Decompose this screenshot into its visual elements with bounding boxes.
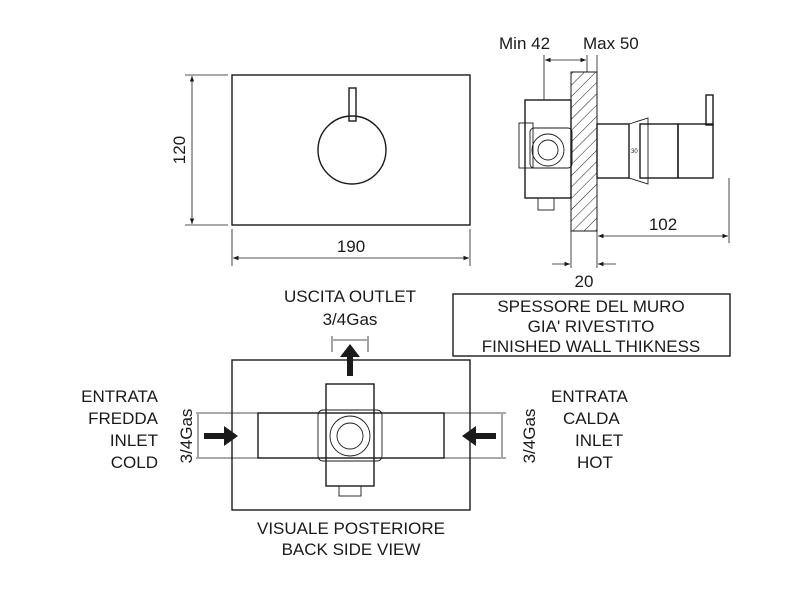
back-plate	[231, 359, 471, 511]
cold-size-label: 3/4Gas	[177, 409, 196, 464]
outlet-size-label: 3/4Gas	[323, 310, 378, 329]
side-lever	[705, 94, 714, 126]
hot-line-4: HOT	[577, 453, 613, 472]
wall-dim-label: 20	[575, 272, 594, 291]
cold-line-4: COLD	[111, 453, 158, 472]
cold-line-2: FREDDA	[88, 409, 159, 428]
back-valve-body	[325, 383, 375, 487]
hot-size-label: 3/4Gas	[520, 409, 539, 464]
front-plate	[231, 74, 471, 226]
handle-lever	[348, 87, 357, 122]
cold-inlet-arrow	[224, 426, 238, 446]
front-height-label: 120	[170, 136, 189, 164]
front-width-label: 190	[337, 237, 365, 256]
back-view: USCITA OUTLET 3/4Gas ENTRATA FREDDA INLE…	[81, 287, 628, 559]
back-view-line-2: BACK SIDE VIEW	[282, 540, 421, 559]
hot-line-3: INLET	[575, 431, 623, 450]
wall-thickness-note: SPESSORE DEL MURO GIA' RIVESTITO FINISHE…	[452, 293, 731, 357]
back-view-line-1: VISUALE POSTERIORE	[257, 519, 445, 538]
wall-section	[570, 71, 598, 232]
outlet-arrow	[340, 344, 360, 357]
cold-line-3: INLET	[110, 431, 158, 450]
cold-line-1: ENTRATA	[81, 387, 158, 406]
note-frame	[452, 293, 731, 357]
dial-mark: 30	[631, 149, 638, 155]
depth-label: 102	[649, 215, 677, 234]
side-view: Min 42 Max 50 30 102 20	[499, 34, 730, 291]
hot-line-1: ENTRATA	[551, 387, 628, 406]
handle-body	[639, 123, 679, 179]
note-line-3: FINISHED WALL THIKNESS	[482, 337, 701, 356]
min-thickness-label: Min 42	[499, 34, 550, 53]
note-line-2: GIA' RIVESTITO	[528, 317, 655, 336]
spindle-sleeve	[596, 123, 630, 179]
front-view: 120 190	[170, 74, 471, 266]
handle-knob	[317, 115, 387, 185]
outlet-label: USCITA OUTLET	[284, 287, 416, 306]
note-line-1: SPESSORE DEL MURO	[497, 297, 684, 316]
back-horizontal-bar	[257, 412, 445, 459]
max-thickness-label: Max 50	[583, 34, 639, 53]
hot-line-2: CALDA	[563, 409, 620, 428]
hot-inlet-arrow	[462, 426, 476, 446]
